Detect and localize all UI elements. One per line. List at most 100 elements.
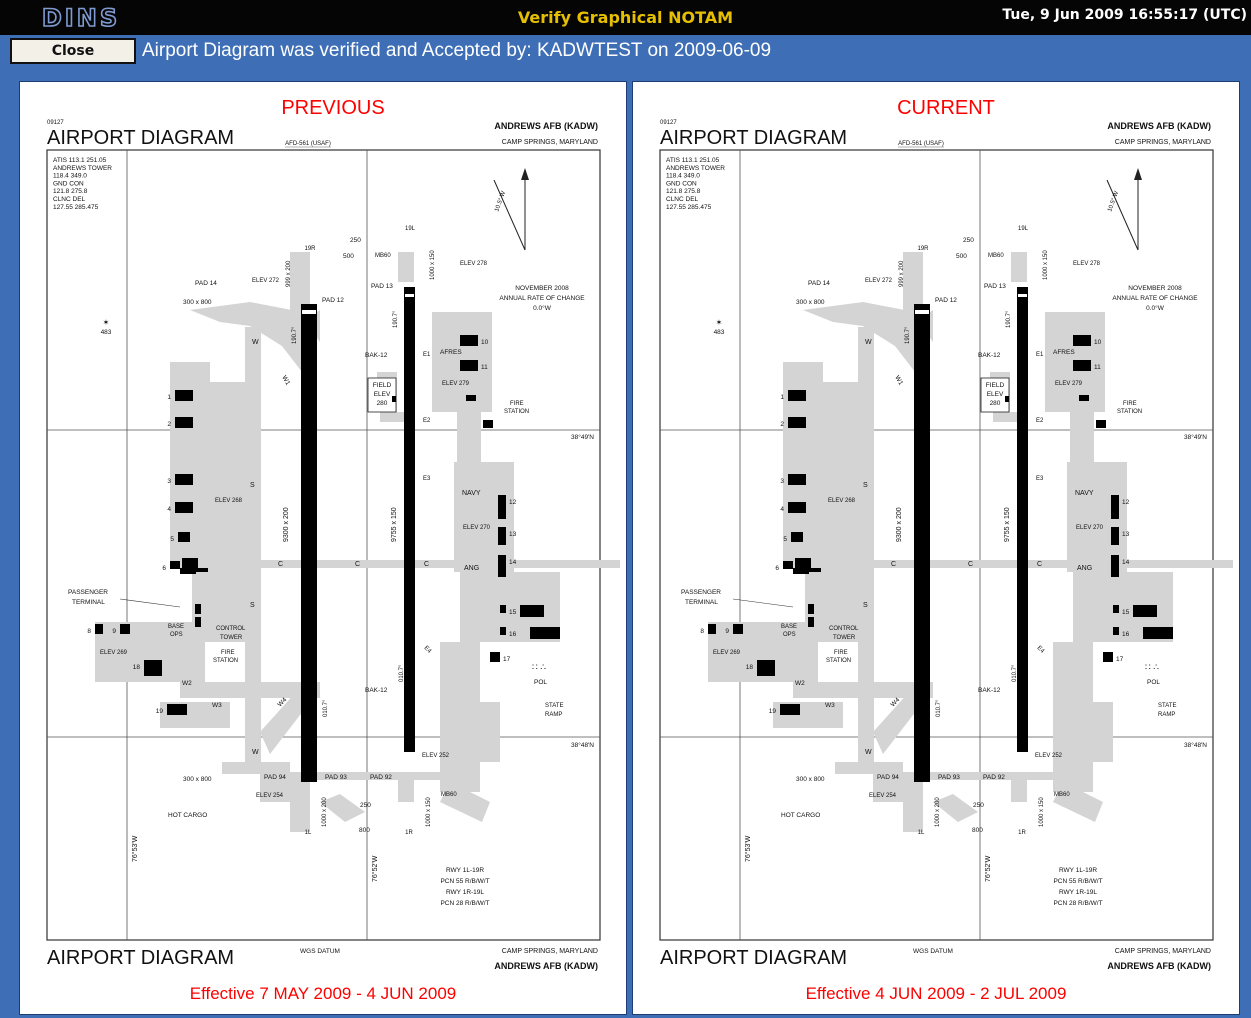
diagram-label: 190.7°: [1006, 310, 1012, 328]
diagram-label: TERMINAL: [685, 599, 718, 606]
diagram-label: C: [424, 561, 429, 568]
hangar-building: [1113, 605, 1119, 613]
diagram-label: PAD 14: [195, 280, 217, 287]
hangar-building: [120, 624, 130, 634]
hangar-building: [757, 660, 775, 676]
dins-logo: DINS: [6, 6, 156, 30]
diagram-label: TERMINAL: [72, 599, 105, 606]
diagram-label: ELEV 279: [442, 381, 470, 387]
building: [520, 605, 544, 617]
diagram-label: PAD 12: [322, 297, 344, 304]
diagram-label: PAD 92: [370, 774, 392, 781]
apron-area: [803, 302, 915, 372]
diagram-label: S: [863, 602, 868, 609]
diagram-label: 1R: [405, 830, 413, 836]
runway-data: PCN 28 R/B/W/T: [440, 900, 489, 907]
diagram-label: MB60: [375, 253, 391, 259]
hangar-number: 8: [700, 628, 704, 635]
hangar-number: 13: [1122, 531, 1130, 538]
diagram-title: AIRPORT DIAGRAM: [660, 947, 847, 969]
panel-heading: PREVIOUS: [281, 97, 384, 119]
hangar-number: 5: [783, 536, 787, 543]
hangar-number: 5: [170, 536, 174, 543]
diagram-label: 09127: [660, 120, 677, 126]
pol-symbols: ∷ ∴: [532, 662, 546, 672]
diagram-label: 250: [963, 237, 974, 244]
diagram-label: 300 x 800: [183, 299, 212, 306]
hangar-number: 14: [1122, 559, 1130, 566]
diagram-label: PAD 94: [877, 774, 899, 781]
hangar-number: 12: [1122, 499, 1130, 506]
longitude-label: 76°52'W: [371, 855, 379, 882]
runway-1l-19r: [301, 304, 317, 782]
hangar-building: [95, 624, 103, 634]
diagram-label: 1000 x 150: [430, 250, 436, 280]
variation-note: NOVEMBER 2008: [1128, 285, 1182, 292]
obstacle-icon: ✶: [716, 318, 723, 327]
hangar-number: 6: [775, 565, 779, 572]
diagram-label: 09127: [47, 120, 64, 126]
close-button[interactable]: Close: [10, 38, 136, 64]
hangar-building: [175, 390, 193, 401]
leader-line: [732, 598, 794, 608]
hangar-number: 3: [167, 478, 171, 485]
field-elevation: FIELD: [373, 382, 392, 389]
diagram-label: NAVY: [462, 490, 481, 497]
hangar-building: [178, 532, 190, 542]
diagram-label: 010.7°: [399, 664, 405, 682]
diagram-label: ELEV 268: [215, 498, 243, 504]
diagram-label: E2: [1036, 418, 1044, 424]
diagram-label: ELEV 254: [256, 793, 284, 799]
hangar-number: 19: [769, 708, 777, 715]
diagram-label: BAK-12: [978, 352, 1001, 359]
diagram-label: W: [865, 339, 872, 346]
apron-area: [190, 302, 302, 372]
field-elevation: 280: [377, 400, 388, 407]
longitude-label: 76°53'W: [744, 835, 752, 862]
diagram-label: CAMP SPRINGS, MARYLAND: [502, 139, 598, 146]
fire-station: [483, 420, 493, 428]
runway-data: PCN 55 R/B/W/T: [1053, 878, 1102, 885]
hangar-building: [1103, 652, 1113, 662]
frequency-text: 118.4 349.0: [53, 173, 87, 180]
diagram-label: WGS DATUM: [913, 948, 953, 955]
diagram-label: STATION: [826, 658, 851, 664]
runway-threshold: [1018, 294, 1027, 297]
building: [180, 568, 196, 574]
hangar-number: 3: [780, 478, 784, 485]
frequency-text: CLNC DEL: [53, 196, 86, 203]
diagram-label: 300 x 800: [796, 776, 825, 783]
hangar-number: 8: [87, 628, 91, 635]
building: [392, 396, 396, 402]
diagram-label: ELEV 270: [463, 525, 491, 531]
frequency-text: CLNC DEL: [666, 196, 699, 203]
hangar-building: [1111, 555, 1119, 577]
effective-dates: Effective 4 JUN 2009 - 2 JUL 2009: [806, 984, 1067, 1003]
diagram-label: RAMP: [1158, 712, 1175, 718]
hangar-number: 7: [787, 562, 791, 569]
hangar-number: 16: [509, 631, 517, 638]
diagram-label: S: [250, 482, 255, 489]
hangar-building: [780, 704, 800, 715]
diagram-label: 1L: [305, 830, 312, 836]
obstacle-icon: ✶: [103, 318, 110, 327]
frequency-text: GND CON: [666, 180, 697, 187]
taxiway: [260, 682, 310, 754]
diagram-label: PAD 13: [984, 283, 1006, 290]
building: [530, 627, 560, 639]
diagram-label: 300 x 800: [796, 299, 825, 306]
building: [196, 568, 208, 572]
runway-data: RWY 1R-19L: [446, 889, 484, 896]
diagram-label: 1000 x 150: [1043, 250, 1049, 280]
diagram-label: PAD 94: [264, 774, 286, 781]
hangar-number: 19: [156, 708, 164, 715]
frequency-text: ATIS 113.1 251.05: [666, 157, 720, 164]
taxiway: [873, 682, 923, 754]
diagram-label: FIRE: [510, 401, 524, 407]
variation-note: ANNUAL RATE OF CHANGE: [499, 295, 585, 302]
magnetic-arrow: [1106, 179, 1139, 251]
runway-1l-19r: [914, 304, 930, 782]
taxiway: [793, 560, 1233, 568]
